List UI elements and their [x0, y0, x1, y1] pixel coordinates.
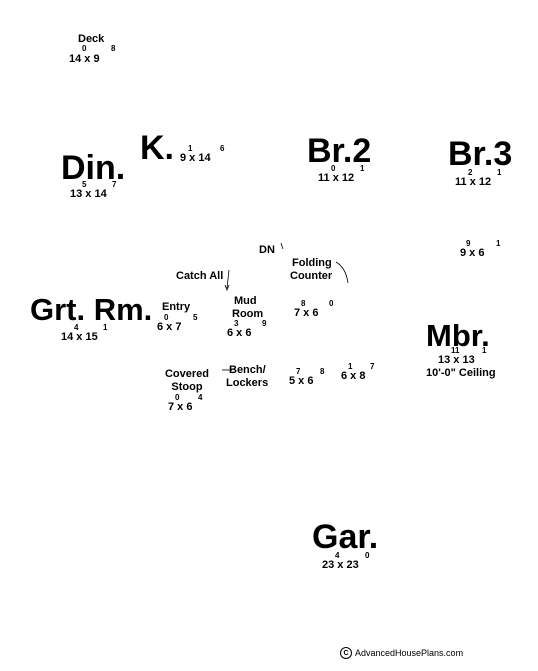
- room-label-covered-stoop: Covered Stoop: [164, 368, 210, 393]
- dimension-master-bedroom-h-inches: 1: [482, 346, 487, 355]
- copyright-footer: C AdvancedHousePlans.com: [340, 647, 463, 659]
- dimension-closet-a-w-inches: 8: [301, 299, 306, 308]
- dimension-master-bedroom-w-inches: 11: [451, 346, 460, 355]
- dimension-closet-a-h-inches: 0: [329, 299, 334, 308]
- stair-down-label: DN: [259, 244, 275, 256]
- dimension-dining-h-inches: 7: [112, 180, 117, 189]
- dimension-covered-stoop: 7 x 6: [168, 401, 193, 413]
- folding-counter-label: Folding Counter: [290, 257, 333, 282]
- dimension-garage-w-inches: 4: [335, 551, 340, 560]
- dimension-great-room: 14 x 15: [61, 331, 98, 343]
- dimension-deck-h-inches: 8: [111, 44, 116, 53]
- room-label-master-bedroom: Mbr.: [426, 318, 490, 353]
- dimension-mud-room-w-inches: 3: [234, 319, 239, 328]
- dimension-closet-b-w-inches: 9: [466, 239, 471, 248]
- room-label-mud-room: Mud Room: [232, 295, 264, 320]
- dimension-bath-b-h-inches: 7: [370, 362, 375, 371]
- dimension-bath-a-h-inches: 8: [320, 367, 325, 376]
- room-label-bedroom-3: Br.3: [448, 135, 513, 173]
- master-ceiling-note: 10'-0" Ceiling: [426, 367, 496, 379]
- room-label-deck: Deck: [78, 33, 105, 45]
- dimension-kitchen-w-inches: 1: [188, 144, 193, 153]
- dimension-great-room-h-inches: 1: [103, 323, 108, 332]
- dimension-master-bedroom: 13 x 13: [438, 354, 475, 366]
- dn-leader: [280, 242, 284, 250]
- room-label-great-room: Grt. Rm.: [30, 292, 153, 327]
- catch-all-arrowhead: [224, 284, 230, 292]
- dimension-entry-w-inches: 0: [164, 313, 169, 322]
- dimension-bedroom-2-w-inches: 0: [331, 164, 336, 173]
- dimension-great-room-w-inches: 4: [74, 323, 79, 332]
- dimension-covered-stoop-h-inches: 4: [198, 393, 203, 402]
- dimension-deck: 14 x 9: [69, 53, 100, 65]
- dimension-bedroom-3-h-inches: 1: [497, 168, 502, 177]
- dimension-bath-a-w-inches: 7: [296, 367, 301, 376]
- dimension-dining-w-inches: 5: [82, 180, 87, 189]
- room-label-bedroom-2: Br.2: [307, 132, 372, 170]
- dimension-dining: 13 x 14: [70, 188, 107, 200]
- dimension-entry: 6 x 7: [157, 321, 182, 333]
- room-label-dining: Din.: [61, 149, 126, 187]
- dimension-bedroom-2-h-inches: 1: [360, 164, 365, 173]
- dimension-covered-stoop-w-inches: 0: [175, 393, 180, 402]
- dimension-closet-a: 7 x 6: [294, 307, 319, 319]
- catch-all-arrow: [226, 269, 230, 289]
- catch-all-label: Catch All: [176, 270, 224, 282]
- dimension-garage: 23 x 23: [322, 559, 359, 571]
- dimension-bedroom-2: 11 x 12: [318, 172, 355, 184]
- dimension-kitchen-h-inches: 6: [220, 144, 225, 153]
- dimension-closet-b: 9 x 6: [460, 247, 485, 259]
- dimension-kitchen: 9 x 14: [180, 152, 211, 164]
- bench-lockers-label: Bench/ Lockers: [226, 364, 269, 389]
- dimension-closet-b-h-inches: 1: [496, 239, 501, 248]
- dimension-bath-a: 5 x 6: [289, 375, 314, 387]
- room-label-kitchen: K.: [140, 129, 174, 167]
- room-label-garage: Gar.: [312, 518, 379, 556]
- dimension-deck-w-inches: 0: [82, 44, 87, 53]
- dimension-mud-room: 6 x 6: [227, 327, 252, 339]
- dimension-bath-b-w-inches: 1: [348, 362, 353, 371]
- dimension-garage-h-inches: 0: [365, 551, 370, 560]
- dimension-mud-room-h-inches: 9: [262, 319, 267, 328]
- folding-counter-arc: [335, 261, 349, 284]
- dimension-bedroom-3: 11 x 12: [455, 176, 492, 188]
- room-label-entry: Entry: [162, 301, 191, 313]
- copyright-site: AdvancedHousePlans.com: [355, 648, 464, 658]
- dimension-entry-h-inches: 5: [193, 313, 198, 322]
- dimension-bedroom-3-w-inches: 2: [468, 168, 473, 177]
- copyright-icon: C: [340, 647, 352, 659]
- dimension-bath-b: 6 x 8: [341, 370, 366, 382]
